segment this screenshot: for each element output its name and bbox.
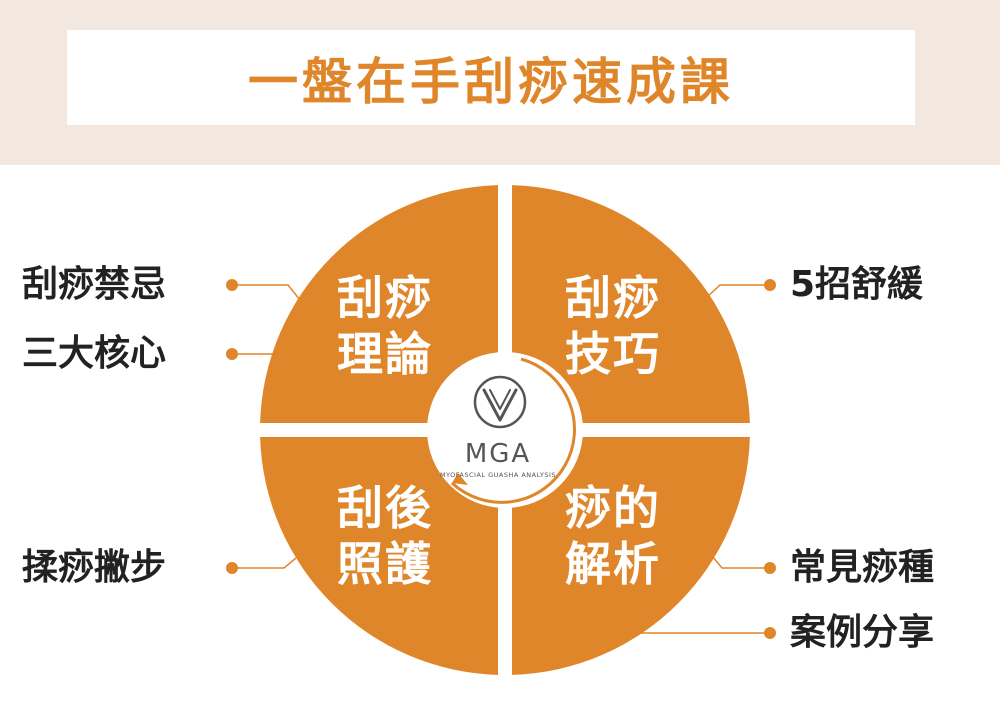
quadrant-label-line1: 刮後 [337,481,433,535]
quadrant-label-line1: 刮痧 [337,271,433,325]
connector-right-1 [703,284,770,301]
logo-ring-arc [450,357,576,504]
quadrant-label-line2: 照護 [337,537,433,591]
connector-dot-right-1 [764,279,776,291]
connector-dot-left-1 [226,279,238,291]
side-label-right-2: 常見痧種 [790,547,935,588]
quadrant-top-right [512,185,750,423]
connector-left-3 [232,557,297,569]
v-shield-logo-icon [473,375,527,429]
quadrant-label-line1: 痧的 [565,481,661,535]
quadrant-top-left [260,185,498,423]
page-title: 一盤在手刮痧速成課 [248,52,734,111]
quadrant-label-bottom-left: 刮後 照護 [320,480,450,592]
side-label-left-3: 揉痧撇步 [22,547,167,588]
side-label-right-3: 案例分享 [790,612,935,653]
connector-dot-left-2 [226,348,238,360]
connector-dot-left-3 [226,562,238,574]
logo-name: MGA [465,439,531,469]
quadrant-label-line2: 技巧 [565,327,661,381]
title-box: 一盤在手刮痧速成課 [67,30,915,125]
connector-left-1 [232,284,305,306]
quadrant-label-line2: 解析 [565,537,661,591]
quadrant-label-top-left: 刮痧 理論 [320,270,450,382]
connector-right-2 [711,555,770,569]
quadrant-label-line1: 刮痧 [565,271,661,325]
quadrant-bottom-right [512,437,750,675]
quadrant-label-line2: 理論 [337,327,433,381]
connector-dot-right-2 [764,562,776,574]
logo-arrow-icon [452,473,468,485]
logo-circle [427,352,583,508]
quadrant-label-top-right: 刮痧 技巧 [548,270,678,382]
quadrant-label-bottom-right: 痧的 解析 [548,480,678,592]
connector-dot-right-3 [764,627,776,639]
logo-tagline: MYOFASCIAL GUASHA ANALYSIS [440,471,556,479]
quadrant-bottom-left [260,437,498,675]
side-label-left-2: 三大核心 [22,333,167,374]
side-label-left-1: 刮痧禁忌 [22,264,167,305]
side-label-right-1: 5招舒緩 [790,264,924,305]
